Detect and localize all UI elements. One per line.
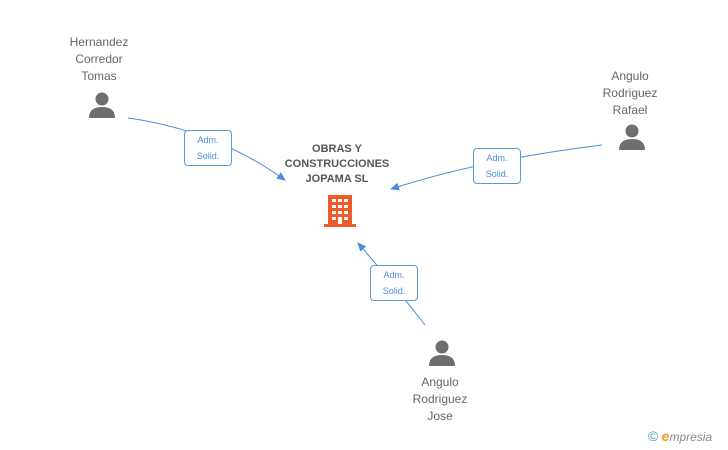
person-name-line: Tomas (81, 69, 117, 83)
role-badge: Adm. Solid. (370, 265, 418, 301)
role-line: Adm. (197, 135, 219, 145)
role-line: Solid. (196, 151, 220, 161)
person-name-line: Hernandez (69, 35, 129, 49)
role-line: Solid. (382, 286, 406, 296)
person-name-line: Rodriguez (602, 86, 658, 100)
person-name-line: Angulo (421, 375, 459, 389)
person-icon[interactable] (87, 90, 117, 120)
person-icon[interactable] (427, 338, 457, 368)
building-icon[interactable] (323, 193, 357, 229)
company-name-line: OBRAS Y (312, 143, 362, 155)
empresia-logo: © empresia (648, 428, 712, 444)
company-name-line: CONSTRUCCIONES (284, 158, 390, 170)
person-name-hernandez[interactable]: Hernandez Corredor Tomas (39, 34, 159, 85)
person-name-line: Rodriguez (412, 392, 468, 406)
person-name-line: Angulo (611, 69, 649, 83)
role-line: Adm. (383, 270, 405, 280)
role-line: Adm. (486, 153, 508, 163)
company-name[interactable]: OBRAS Y CONSTRUCCIONES JOPAMA SL (272, 142, 402, 187)
brand-rest: mpresia (669, 430, 713, 444)
person-icon[interactable] (617, 122, 647, 152)
company-name-line: JOPAMA SL (305, 173, 369, 185)
person-name-line: Jose (427, 409, 453, 423)
role-badge: Adm. Solid. (473, 148, 521, 184)
person-name-angulo-rafael[interactable]: Angulo Rodriguez Rafael (570, 68, 690, 119)
person-name-line: Corredor (75, 52, 123, 66)
copyright-symbol: © (648, 428, 659, 444)
role-badge: Adm. Solid. (184, 130, 232, 166)
brand-initial: e (661, 428, 670, 444)
role-line: Solid. (485, 169, 509, 179)
person-name-line: Rafael (612, 103, 648, 117)
person-name-angulo-jose[interactable]: Angulo Rodriguez Jose (380, 374, 500, 425)
